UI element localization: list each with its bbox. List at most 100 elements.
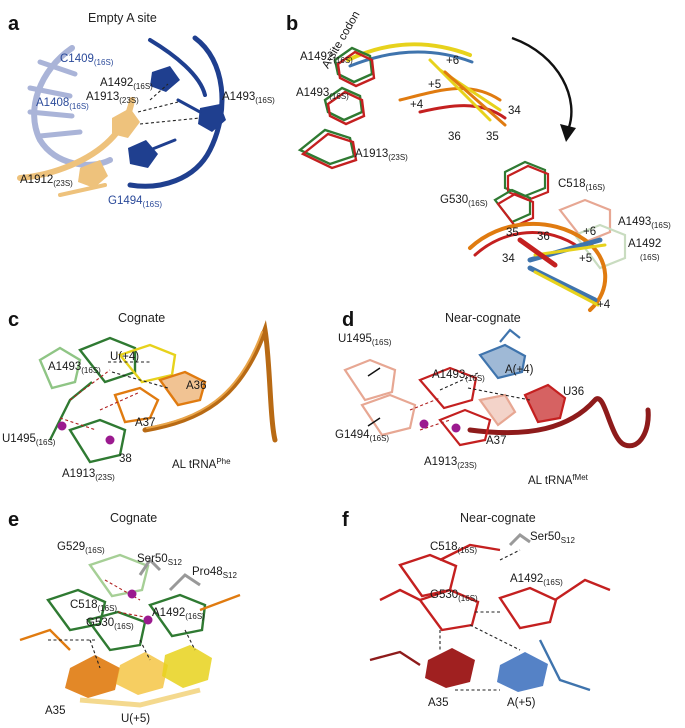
label-b-34: 34	[508, 105, 521, 117]
panel-d: d Near-cognate U1495(16S) A1493(16S) A(+…	[335, 309, 651, 487]
label-g530-b: G530(16S)	[440, 194, 488, 208]
label-b-36: 36	[448, 131, 461, 143]
label-b-p6: +6	[446, 55, 459, 67]
label-g1494-d: G1494(16S)	[335, 429, 389, 443]
nucleotides-d	[343, 328, 567, 447]
16s-dark-helix	[127, 35, 226, 189]
label-a37-d: A37	[486, 435, 506, 447]
label-c1409: C1409(16S)	[60, 53, 114, 67]
panel-f: f Near-cognate C518(16S) Ser50S12 G530(1…	[342, 509, 611, 709]
label-b-p6-bottom: +6	[583, 226, 596, 238]
panel-letter-a: a	[8, 13, 20, 35]
label-a1913-d: A1913(23S)	[424, 456, 477, 470]
label-a1493-a: A1493(16S)	[222, 91, 275, 105]
panel-letter-f: f	[342, 509, 349, 531]
label-altrna-fmet: AL tRNAfMet	[528, 473, 589, 487]
label-b-p5: +5	[428, 79, 441, 91]
codon-bases-e	[65, 645, 212, 708]
panel-b: b A-site codon A1492(16S) A1493(16S) A19…	[286, 9, 671, 312]
water-sphere	[127, 589, 137, 599]
arrow-icon	[367, 417, 381, 427]
panel-letter-e: e	[8, 509, 19, 531]
label-a37-c: A37	[135, 417, 155, 429]
panel-f-title: Near-cognate	[460, 511, 536, 525]
panel-letter-b: b	[286, 13, 298, 35]
label-a35-e: A35	[45, 705, 65, 717]
label-a1913-a: A1913(23S)	[86, 91, 139, 105]
label-a1492-e: A1492(16S)	[152, 607, 205, 621]
nucleotides-e	[19, 553, 241, 652]
label-a1492-b-bottom-sub: (16S)	[640, 253, 660, 262]
label-b-34-bottom: 34	[502, 253, 515, 265]
label-b-p4-bottom: +4	[597, 299, 611, 311]
label-g529-e: G529(16S)	[57, 541, 105, 555]
16s-light-strand	[27, 45, 113, 168]
label-c518-e: C518(16S)	[70, 599, 117, 613]
label-a1493-c: A1493(16S)	[48, 361, 101, 375]
trna-fmet-backbone	[467, 396, 651, 449]
water-sphere	[451, 423, 461, 433]
label-a1492-a: A1492(16S)	[100, 77, 153, 91]
label-a1913-b: A1913(23S)	[355, 148, 408, 162]
label-pro48-e: Pro48S12	[192, 566, 237, 580]
label-u1495-d: U1495(16S)	[338, 333, 392, 347]
label-g530-e: G530(16S)	[86, 617, 134, 631]
panel-c: c Cognate U(+4) A1493(16S) A36 A37 U14	[2, 309, 278, 482]
label-a36-c: A36	[186, 380, 206, 392]
label-u36-d: U36	[563, 386, 584, 398]
panel-e: e Cognate G529(16S) Se	[8, 509, 241, 725]
label-b-36-bottom: 36	[537, 231, 550, 243]
water-sphere	[57, 421, 67, 431]
label-a1493-d: A1493(16S)	[432, 369, 485, 383]
hbonds-a	[137, 83, 201, 125]
label-a1492-b-bottom: A1492	[628, 238, 661, 250]
label-a1492-b: A1492(16S)	[300, 51, 353, 65]
panel-c-title: Cognate	[118, 311, 165, 325]
label-a1912: A1912(23S)	[20, 174, 73, 188]
label-a5-f: A(+5)	[507, 697, 536, 709]
label-u5-e: U(+5)	[121, 713, 150, 725]
panel-letter-c: c	[8, 309, 19, 331]
panel-e-title: Cognate	[110, 511, 157, 525]
label-g1494: G1494(16S)	[108, 195, 162, 209]
hbonds-c	[59, 361, 169, 431]
water-sphere	[105, 435, 115, 445]
label-c518-b: C518(16S)	[558, 178, 605, 192]
nucleotides-f	[369, 533, 611, 692]
arrow-icon	[367, 367, 381, 377]
label-ser50-e: Ser50S12	[137, 553, 182, 567]
23s-tan-nucleotides	[17, 97, 140, 197]
trna-phe-backbone	[142, 320, 278, 443]
label-u4-c: U(+4)	[110, 351, 139, 363]
panel-letter-d: d	[342, 309, 354, 331]
hbonds-d	[409, 371, 531, 431]
label-a1493-b: A1493(16S)	[296, 87, 349, 101]
label-altrna-phe: AL tRNAPhe	[172, 457, 231, 471]
codon-bases-f	[425, 648, 548, 692]
label-b-p5-bottom: +5	[579, 253, 592, 265]
nucleotides-b-top	[297, 46, 376, 170]
label-38-c: 38	[119, 453, 132, 465]
water-sphere	[419, 419, 429, 429]
rotation-arrow-icon	[511, 36, 576, 142]
label-u1495-c: U1495(16S)	[2, 433, 56, 447]
label-a4-d: A(+4)	[505, 364, 534, 376]
label-b-35-bottom: 35	[506, 227, 519, 239]
label-a1493-b-bottom: A1493(16S)	[618, 216, 671, 230]
label-a1408: A1408(16S)	[36, 97, 89, 111]
codon-bundle-bottom	[468, 221, 608, 312]
hbonds-f	[439, 549, 521, 691]
label-a35-f: A35	[428, 697, 448, 709]
panel-a-title: Empty A site	[88, 11, 157, 25]
panel-d-title: Near-cognate	[445, 311, 521, 325]
codon-bundle-top	[346, 42, 507, 127]
label-b-35: 35	[486, 131, 499, 143]
water-sphere	[143, 615, 153, 625]
label-g530-f: G530(16S)	[430, 589, 478, 603]
label-a1913-c: A1913(23S)	[62, 468, 115, 482]
panel-a: a Empty A site C1409(16S) A1	[8, 11, 275, 209]
label-ser50-f: Ser50S12	[530, 531, 575, 545]
label-a1492-f: A1492(16S)	[510, 573, 563, 587]
label-b-p4: +4	[410, 99, 424, 111]
